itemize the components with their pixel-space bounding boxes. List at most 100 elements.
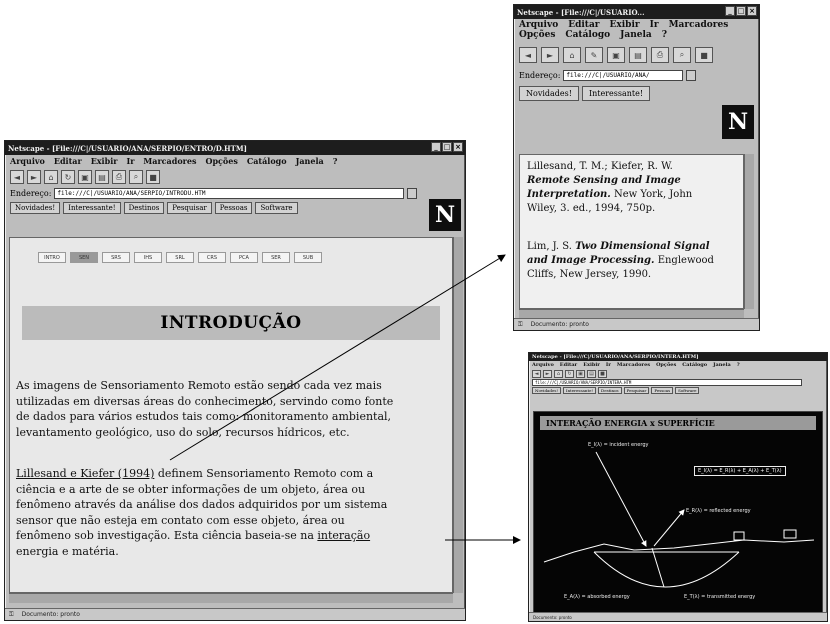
text-segment: definem Sensoriamento Remoto com a <box>154 467 374 480</box>
images-icon[interactable]: ▣ <box>576 370 585 378</box>
minimize-button[interactable]: _ <box>431 142 441 152</box>
forward-icon[interactable]: ► <box>541 47 559 63</box>
dir-destinos-button[interactable]: Destinos <box>598 387 622 394</box>
menu-ir[interactable]: Ir <box>605 362 611 368</box>
menu-help[interactable]: ? <box>736 362 740 368</box>
maximize-button[interactable]: □ <box>442 142 452 152</box>
print-icon[interactable]: ⎙ <box>651 47 669 63</box>
menu-opcoes[interactable]: Opções <box>519 30 556 40</box>
close-button[interactable]: × <box>747 6 757 16</box>
interacao-link[interactable]: interação <box>317 529 371 542</box>
print-icon[interactable]: ⎙ <box>112 170 126 184</box>
netscape-logo: N <box>429 199 461 231</box>
edit-icon[interactable]: ✎ <box>585 47 603 63</box>
lillesand-link[interactable]: Lillesand e Kiefer (1994) <box>16 467 155 480</box>
menu-marcadores[interactable]: Marcadores <box>143 156 197 166</box>
dir-pesquisar-button[interactable]: Pesquisar <box>623 387 650 394</box>
menu-marcadores[interactable]: Marcadores <box>616 362 651 368</box>
address-dropdown[interactable] <box>407 188 418 199</box>
menu-help[interactable]: ? <box>332 156 338 166</box>
menu-catalogo[interactable]: Catálogo <box>565 30 611 40</box>
menu-ir[interactable]: Ir <box>649 20 659 30</box>
menu-catalogo[interactable]: Catálogo <box>682 362 708 368</box>
reload-icon[interactable]: ↻ <box>565 370 574 378</box>
dir-novidades-button[interactable]: Novidades! <box>532 387 561 394</box>
dir-software-button[interactable]: Software <box>255 202 298 214</box>
incident-label: E_I(λ) = incident energy <box>588 442 649 448</box>
nav-cell[interactable]: SUB <box>294 252 322 263</box>
menu-catalogo[interactable]: Catálogo <box>246 156 287 166</box>
maximize-button[interactable]: □ <box>736 6 746 16</box>
reload-icon[interactable]: ↻ <box>61 170 75 184</box>
stop-icon[interactable]: ■ <box>146 170 160 184</box>
address-input[interactable]: file:///C|/USUARIO/ANA/SERPIO/INTRODU.HT… <box>54 188 405 199</box>
forward-icon[interactable]: ► <box>27 170 41 184</box>
dir-novidades-button[interactable]: Novidades! <box>519 86 579 101</box>
menu-janela[interactable]: Janela <box>295 156 324 166</box>
nav-cell[interactable]: INTRO <box>38 252 66 263</box>
menu-opcoes[interactable]: Opções <box>205 156 238 166</box>
dir-software-button[interactable]: Software <box>675 387 700 394</box>
dir-pesquisar-button[interactable]: Pesquisar <box>167 202 212 214</box>
vertical-scrollbar[interactable] <box>744 154 754 309</box>
menu-editar[interactable]: Editar <box>559 362 578 368</box>
open-icon[interactable]: ▤ <box>95 170 109 184</box>
horizontal-scrollbar[interactable] <box>9 593 453 603</box>
dir-interessante-button[interactable]: Interessante! <box>63 202 121 214</box>
open-icon[interactable]: ▤ <box>587 370 596 378</box>
menu-arquivo[interactable]: Arquivo <box>519 20 559 30</box>
menu-janela[interactable]: Janela <box>620 30 652 40</box>
menu-editar[interactable]: Editar <box>53 156 82 166</box>
minimize-button[interactable]: _ <box>725 6 735 16</box>
menu-editar[interactable]: Editar <box>568 20 600 30</box>
address-input[interactable]: file:///C|/USUARIO/ANA/SERPIO/INTERA.HTM <box>532 379 802 386</box>
surface-object <box>783 529 797 539</box>
ref-toolbar: ◄ ► ⌂ ✎ ▣ ▤ ⎙ ⌕ ■ <box>514 41 759 69</box>
text-line: Lillesand, T. M.; Kiefer, R. W. <box>527 161 673 172</box>
horizontal-scrollbar[interactable] <box>519 309 744 319</box>
close-button[interactable]: × <box>453 142 463 152</box>
nav-cell[interactable]: SRS <box>102 252 130 263</box>
menu-exibir[interactable]: Exibir <box>90 156 118 166</box>
vertical-scrollbar[interactable] <box>453 237 463 593</box>
nav-cell[interactable]: SER <box>262 252 290 263</box>
dir-pessoas-button[interactable]: Pessoas <box>214 202 253 214</box>
dir-destinos-button[interactable]: Destinos <box>123 202 165 214</box>
find-icon[interactable]: ⌕ <box>129 170 143 184</box>
home-icon[interactable]: ⌂ <box>563 47 581 63</box>
images-icon[interactable]: ▣ <box>607 47 625 63</box>
back-icon[interactable]: ◄ <box>10 170 24 184</box>
interaction-diagram <box>543 451 815 588</box>
menu-help[interactable]: ? <box>661 30 668 40</box>
forward-icon[interactable]: ► <box>543 370 552 378</box>
menu-exibir[interactable]: Exibir <box>583 362 600 368</box>
nav-cell[interactable]: SRL <box>166 252 194 263</box>
address-dropdown[interactable] <box>686 70 697 81</box>
menu-exibir[interactable]: Exibir <box>609 20 640 30</box>
dir-novidades-button[interactable]: Novidades! <box>10 202 61 214</box>
menu-arquivo[interactable]: Arquivo <box>10 156 45 166</box>
menu-ir[interactable]: Ir <box>126 156 135 166</box>
nav-cell[interactable]: IHS <box>134 252 162 263</box>
menu-marcadores[interactable]: Marcadores <box>668 20 729 30</box>
menu-opcoes[interactable]: Opções <box>656 362 677 368</box>
menu-janela[interactable]: Janela <box>713 362 731 368</box>
home-icon[interactable]: ⌂ <box>44 170 58 184</box>
images-icon[interactable]: ▣ <box>78 170 92 184</box>
back-icon[interactable]: ◄ <box>532 370 541 378</box>
address-input[interactable]: file:///C|/USUARIO/ANA/ <box>563 70 684 81</box>
stop-icon[interactable]: ■ <box>598 370 607 378</box>
find-icon[interactable]: ⌕ <box>673 47 691 63</box>
nav-cell[interactable]: PCA <box>230 252 258 263</box>
back-icon[interactable]: ◄ <box>519 47 537 63</box>
nav-cell[interactable]: SEN <box>70 252 98 263</box>
absorbed-label: E_A(λ) = absorbed energy <box>564 594 630 600</box>
dir-interessante-button[interactable]: Interessante! <box>581 86 651 101</box>
dir-pessoas-button[interactable]: Pessoas <box>651 387 674 394</box>
stop-icon[interactable]: ■ <box>695 47 713 63</box>
menu-arquivo[interactable]: Arquivo <box>532 362 554 368</box>
open-icon[interactable]: ▤ <box>629 47 647 63</box>
dir-interessante-button[interactable]: Interessante! <box>562 387 597 394</box>
nav-cell[interactable]: CRS <box>198 252 226 263</box>
home-icon[interactable]: ⌂ <box>554 370 563 378</box>
